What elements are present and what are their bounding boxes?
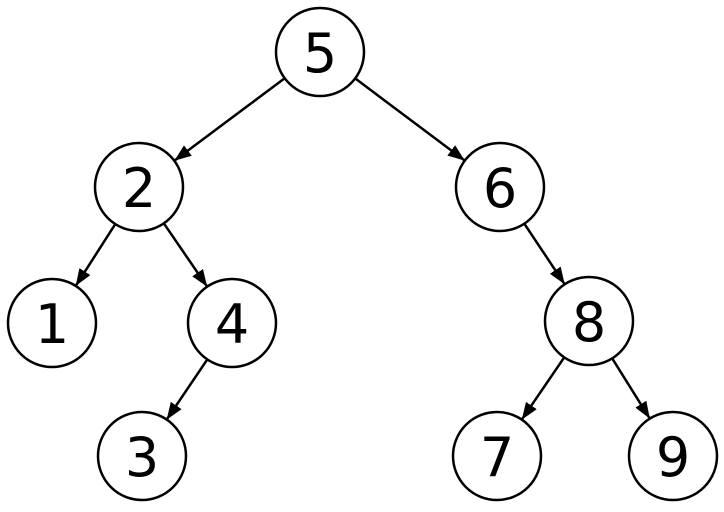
edge-6-8 — [523, 223, 566, 285]
edge-2-4 — [162, 222, 209, 288]
edge-8-7 — [520, 356, 566, 421]
node-label-9: 9 — [656, 426, 690, 489]
node-circle-1 — [6, 277, 98, 369]
node-circle-8 — [543, 275, 635, 367]
edge-5-2 — [173, 77, 286, 162]
tree-node-5: 5 — [274, 6, 366, 98]
node-circle-7 — [451, 410, 543, 502]
node-circle-6 — [454, 141, 546, 233]
tree-node-6: 6 — [454, 141, 546, 233]
node-label-3: 3 — [125, 426, 159, 489]
tree-node-3: 3 — [96, 410, 188, 502]
edge-2-1 — [74, 223, 117, 287]
edge-layer — [74, 77, 651, 421]
node-circle-9 — [627, 410, 719, 502]
node-layer: 5 2 6 1 4 3 8 7 9 — [6, 6, 719, 502]
node-label-4: 4 — [215, 293, 249, 356]
tree-node-7: 7 — [451, 410, 543, 502]
node-label-5: 5 — [303, 22, 337, 85]
node-circle-2 — [93, 141, 185, 233]
node-label-2: 2 — [122, 157, 156, 220]
node-label-1: 1 — [35, 293, 69, 356]
node-label-7: 7 — [480, 426, 514, 489]
node-label-8: 8 — [572, 291, 606, 354]
tree-node-2: 2 — [93, 141, 185, 233]
tree-node-1: 1 — [6, 277, 98, 369]
tree-node-9: 9 — [627, 410, 719, 502]
node-label-6: 6 — [483, 157, 517, 220]
node-circle-3 — [96, 410, 188, 502]
tree-node-8: 8 — [543, 275, 635, 367]
tree-node-4: 4 — [186, 277, 278, 369]
edge-8-9 — [611, 357, 651, 420]
edge-5-6 — [354, 77, 466, 162]
node-circle-4 — [186, 277, 278, 369]
node-circle-5 — [274, 6, 366, 98]
edge-4-3 — [165, 358, 209, 421]
